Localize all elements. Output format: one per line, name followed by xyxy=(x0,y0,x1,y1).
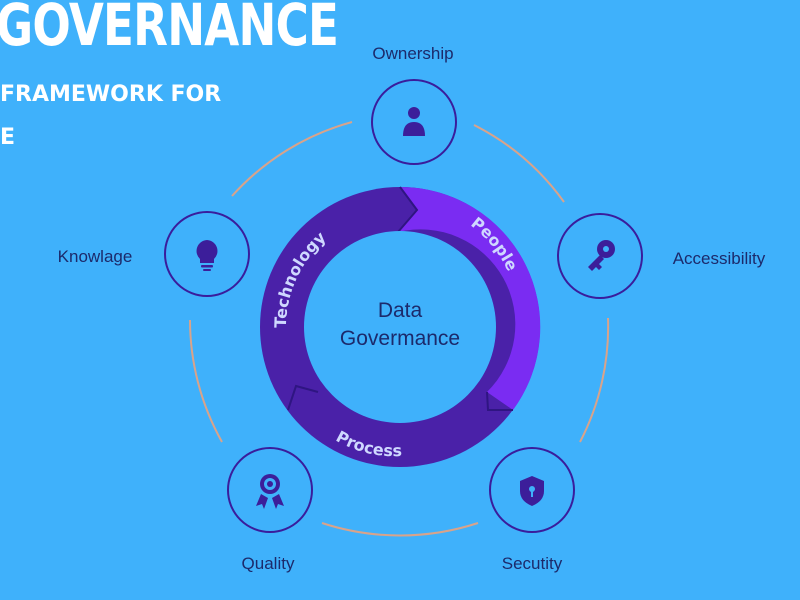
person-icon xyxy=(403,107,425,136)
ring-arrow-left xyxy=(287,384,319,411)
knowledge-node xyxy=(164,211,250,297)
label-knowledge: Knowlage xyxy=(58,247,133,266)
award-ribbon-icon xyxy=(256,474,284,509)
connector-arc-knowledge-ownership xyxy=(231,121,353,197)
lightbulb-icon xyxy=(196,240,218,271)
central-ring xyxy=(260,186,541,467)
ring-inner-hole xyxy=(304,231,496,423)
page-subtitle-line-1: FRAMEWORK FOR xyxy=(0,82,222,107)
accessibility-node xyxy=(557,213,643,299)
ring-arrow-right xyxy=(486,391,513,411)
label-quality: Quality xyxy=(242,554,295,573)
connector-arcs xyxy=(189,121,610,537)
ring-arrow-top xyxy=(397,186,419,233)
shield-lock-icon xyxy=(520,476,544,506)
page-title: GOVERNANCE xyxy=(0,0,339,59)
quality-node xyxy=(227,447,313,533)
label-ownership: Ownership xyxy=(372,44,453,63)
label-accessibility: Accessibility xyxy=(673,249,766,268)
security-node xyxy=(489,447,575,533)
key-icon xyxy=(588,240,615,271)
label-security: Secutity xyxy=(502,554,563,573)
ownership-node xyxy=(371,79,457,165)
center-text-line-1: Data xyxy=(378,299,423,322)
ring-segment-people xyxy=(398,186,541,410)
connector-arc-ownership-accessibility xyxy=(473,124,565,203)
node-circles xyxy=(164,79,643,533)
connector-arc-quality-knowledge xyxy=(189,319,223,443)
page-subtitle-line-2: E xyxy=(0,125,16,150)
connector-arc-accessibility-security xyxy=(579,317,610,443)
connector-arc-security-quality xyxy=(321,522,479,537)
center-text-line-2: Govermance xyxy=(340,327,460,350)
